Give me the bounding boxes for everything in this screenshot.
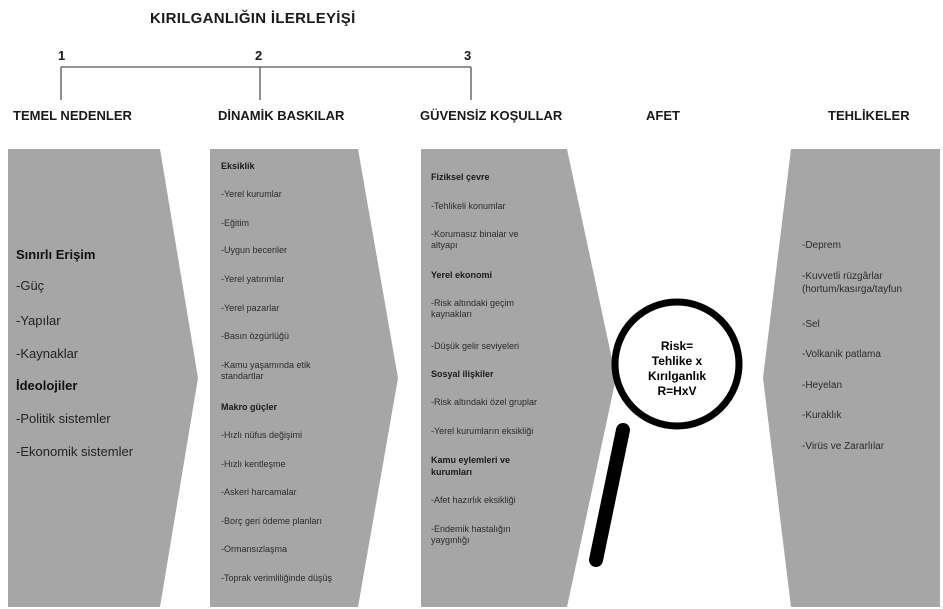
- pressures-item: -Basın özgürlüğü: [221, 331, 290, 341]
- pressures-heading-2: Makro güçler: [221, 402, 278, 412]
- hazard-item: -Virüs ve Zararlılar: [802, 441, 885, 452]
- pressures-item: -Kamu yaşamında etik: [221, 360, 311, 370]
- hazard-item: -Kuvvetli rüzgârlar: [802, 271, 883, 282]
- conditions-heading-physical: Fiziksel çevre: [431, 172, 490, 182]
- formula-line: Risk=: [660, 339, 694, 353]
- root-causes-item: -Yapılar: [16, 313, 61, 328]
- hazard-item: -Heyelan: [802, 380, 843, 391]
- pressures-item: -Borç geri ödeme planları: [221, 516, 323, 526]
- pressures-item: -Hızlı nüfus değişimi: [221, 430, 303, 440]
- pressures-heading-1: Eksiklik: [221, 161, 255, 171]
- dynamic-pressures-band: [210, 149, 398, 607]
- conditions-item: -Risk altındaki özel gruplar: [431, 397, 538, 407]
- header-unsafe-conditions: GÜVENSİZ KOŞULLAR: [420, 108, 563, 123]
- hazard-item: -Volkanik patlama: [802, 349, 881, 360]
- pressures-item: -Hızlı kentleşme: [221, 459, 286, 469]
- header-disaster: AFET: [646, 108, 680, 123]
- step-2-number: 2: [255, 48, 263, 63]
- formula-line: Kırılganlık: [647, 369, 706, 383]
- conditions-item: kaynakları: [431, 309, 473, 319]
- conditions-item: -Düşük gelir seviyeleri: [431, 341, 520, 351]
- pressures-item: -Yerel pazarlar: [221, 303, 280, 313]
- hazard-item: -Kuraklık: [802, 410, 842, 421]
- conditions-item: yaygınlığı: [431, 535, 470, 545]
- conditions-heading-economy: Yerel ekonomi: [431, 270, 493, 280]
- hazards-band: [763, 149, 940, 607]
- root-causes-band: [8, 149, 198, 607]
- conditions-heading-public: kurumları: [431, 467, 473, 477]
- hazard-item: (hortum/kasırga/tayfun: [802, 284, 903, 295]
- root-causes-item: -Ekonomik sistemler: [16, 444, 134, 459]
- magnifying-glass-icon: [589, 298, 743, 567]
- conditions-item: -Afet hazırlık eksikliği: [431, 495, 516, 505]
- pressures-item: -Eğitim: [221, 218, 250, 228]
- risk-formula: Risk= Tehlike x Kırılganlık R=HxV: [617, 339, 737, 399]
- root-causes-item: -Güç: [16, 278, 45, 293]
- conditions-item: -Yerel kurumların eksikliği: [431, 426, 534, 436]
- pressures-item: -Askeri harcamalar: [221, 487, 297, 497]
- pressures-item: -Uygun beceriler: [221, 245, 288, 255]
- root-causes-item: -Politik sistemler: [16, 411, 111, 426]
- formula-line: Tehlike x: [651, 354, 703, 368]
- conditions-item: -Korumasız binalar ve: [431, 229, 519, 239]
- root-causes-heading-1: Sınırlı Erişim: [16, 247, 96, 262]
- conditions-item: -Risk altındaki geçim: [431, 298, 515, 308]
- step-3-number: 3: [464, 48, 472, 63]
- unsafe-conditions-band: [421, 149, 616, 607]
- step-1-number: 1: [58, 48, 66, 63]
- formula-line: R=HxV: [657, 384, 697, 398]
- pressures-item: -Toprak verimliliğinde düşüş: [221, 573, 333, 583]
- pressures-item: -Ormansızlaşma: [221, 544, 288, 554]
- conditions-item: -Endemik hastalığın: [431, 524, 511, 534]
- header-dynamic-pressures: DİNAMİK BASKILAR: [218, 108, 345, 123]
- pressures-item: standartlar: [221, 371, 264, 381]
- header-hazards: TEHLİKELER: [828, 108, 910, 123]
- pressures-item: -Yerel yatırımlar: [221, 274, 285, 284]
- diagram-title: KIRILGANLIĞIN İLERLEYİŞİ: [150, 10, 356, 27]
- conditions-item: altyapı: [431, 240, 458, 250]
- conditions-heading-social: Sosyal ilişkiler: [431, 369, 494, 379]
- root-causes-heading-2: İdeolojiler: [16, 378, 78, 393]
- hazard-item: -Sel: [802, 319, 820, 330]
- root-causes-item: -Kaynaklar: [16, 346, 79, 361]
- hazard-item: -Deprem: [802, 240, 841, 251]
- progression-bracket: [60, 66, 472, 100]
- header-root-causes: TEMEL NEDENLER: [13, 108, 132, 123]
- pressures-item: -Yerel kurumlar: [221, 189, 282, 199]
- conditions-item: -Tehlikeli konumlar: [431, 201, 506, 211]
- conditions-heading-public: Kamu eylemleri ve: [431, 455, 511, 465]
